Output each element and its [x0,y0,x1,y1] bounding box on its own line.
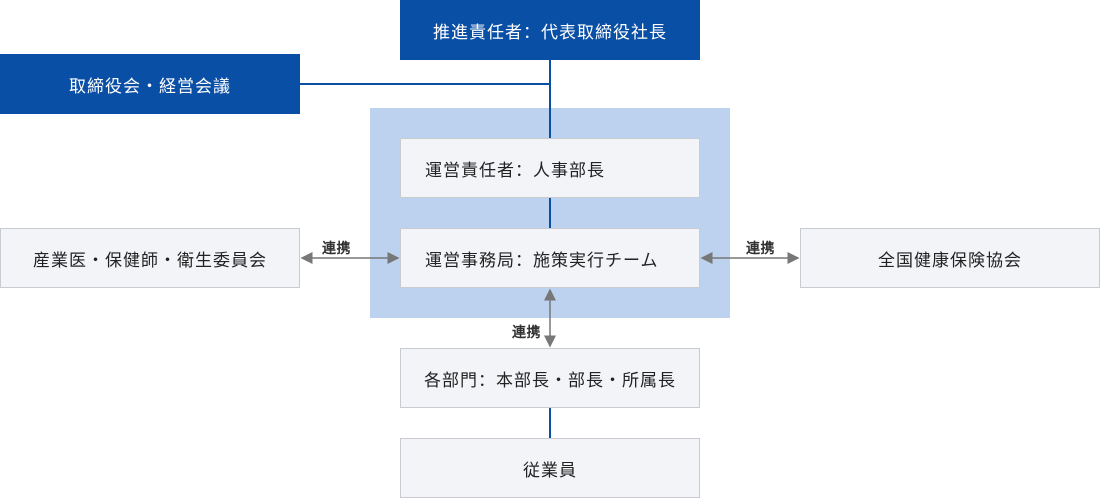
employees-box: 従業員 [400,438,700,498]
promoter-box: 推進責任者：代表取締役社長 [400,0,700,60]
connector-operations-to-secretariat [549,197,551,228]
link-label-right: 連携 [746,241,775,257]
link-label-left: 連携 [322,241,351,257]
operations-lead-box: 運営責任者：人事部長 [400,138,700,198]
board-label: 取締役会・経営会議 [69,76,231,97]
link-label-down: 連携 [512,325,541,341]
association-box: 全国健康保険協会 [800,228,1100,288]
secretariat-box: 運営事務局：施策実行チーム [400,228,700,288]
departments-box: 各部門：本部長・部長・所属長 [400,348,700,408]
connector-board-to-trunk [300,83,550,85]
medical-box: 産業医・保健師・衛生委員会 [0,228,300,288]
board-box: 取締役会・経営会議 [0,54,300,114]
operations-lead-label: 運営責任者：人事部長 [425,160,605,181]
connector-promoter-to-operations [549,60,551,140]
connector-departments-to-employees [549,407,551,438]
secretariat-label: 運営事務局：施策実行チーム [425,250,659,271]
association-label: 全国健康保険協会 [878,250,1022,271]
employees-label: 従業員 [523,460,577,481]
promoter-label: 推進責任者：代表取締役社長 [433,22,667,43]
medical-label: 産業医・保健師・衛生委員会 [33,250,267,271]
departments-label: 各部門：本部長・部長・所属長 [424,370,676,391]
